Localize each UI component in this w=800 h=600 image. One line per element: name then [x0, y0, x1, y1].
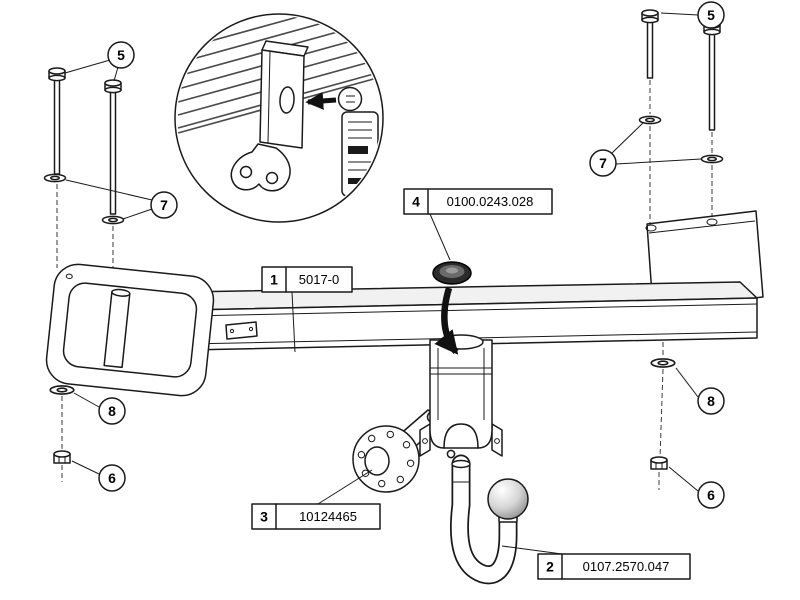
callout-8-right: 8 — [697, 387, 725, 415]
fastener-stack-left — [43, 67, 125, 482]
callout-number: 8 — [707, 393, 715, 409]
cover-cap — [429, 213, 472, 355]
crossbar-left-end-frame — [45, 263, 215, 397]
bolt-icon — [48, 67, 122, 215]
label-box-towball: 2 0107.2570.047 — [501, 545, 691, 580]
part-code: 5017-0 — [299, 272, 339, 287]
part-code: 0107.2570.047 — [583, 559, 670, 574]
callout-7-left: 7 — [150, 191, 178, 219]
pointer-arrow-icon — [305, 91, 337, 110]
ball-icon — [487, 478, 529, 520]
callout-number: 7 — [160, 197, 168, 213]
ball-housing — [419, 334, 503, 457]
part-number: 3 — [260, 509, 268, 525]
callout-7-right: 7 — [589, 149, 617, 177]
callout-number: 6 — [108, 470, 116, 486]
callout-5-left: 5 — [107, 41, 135, 69]
part-number: 4 — [412, 194, 420, 210]
callout-8-left: 8 — [98, 397, 126, 425]
label-box-crossbar: 1 5017-0 — [261, 266, 353, 353]
bracket-plate — [352, 409, 443, 493]
callout-number: 7 — [599, 155, 607, 171]
mounting-bracket-detail — [230, 40, 309, 192]
callout-number: 5 — [117, 47, 125, 63]
nut-icon — [650, 456, 668, 470]
callout-number: 6 — [707, 487, 715, 503]
part-number: 2 — [546, 559, 554, 575]
nut-icon — [53, 450, 71, 464]
release-pin-icon — [446, 449, 456, 459]
callout-number: 8 — [108, 403, 116, 419]
part-code: 10124465 — [299, 509, 357, 524]
callout-leaders — [64, 12, 702, 492]
label-box-cap: 4 0100.0243.028 — [403, 188, 553, 215]
callout-number: 5 — [707, 7, 715, 23]
towball — [446, 449, 529, 585]
fastener-stack-right — [638, 9, 724, 490]
id-plate — [225, 321, 258, 340]
detail-inset — [174, 13, 384, 223]
insert-direction-arrow-icon — [434, 287, 459, 355]
label-box-bracket: 3 10124465 — [251, 469, 381, 530]
part-code: 0100.0243.028 — [447, 194, 534, 209]
callout-5-right: 5 — [697, 1, 725, 29]
bolt-icon — [641, 9, 721, 131]
callout-6-right: 6 — [697, 481, 725, 509]
part-number: 1 — [270, 272, 278, 288]
callout-6-left: 6 — [98, 464, 126, 492]
